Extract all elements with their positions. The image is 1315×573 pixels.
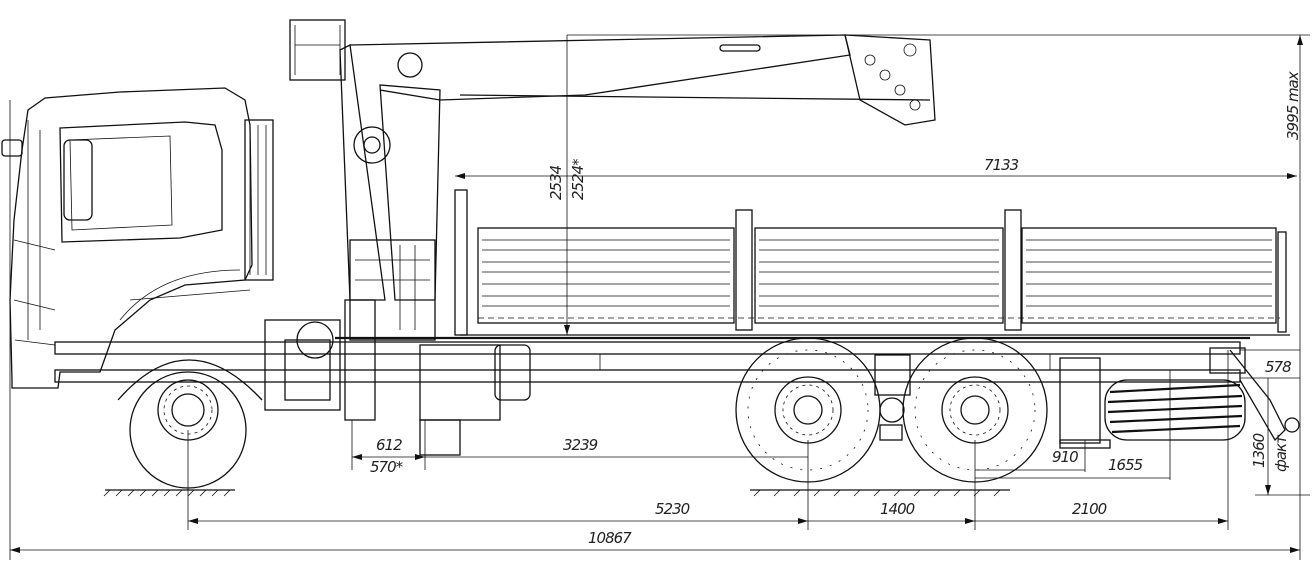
dim-hitch-578: 578 <box>1265 358 1291 376</box>
dim-crane-offset-alt: 570* <box>370 458 404 476</box>
dim-crane-height-alt: 2524* <box>569 158 587 200</box>
cab <box>1 87 274 389</box>
fuel-tank <box>1104 379 1246 441</box>
dim-crane-to-axle: 3239 <box>563 436 598 454</box>
dim-hitch-1360: 1360 <box>1250 433 1268 468</box>
dim-overall-length: 10867 <box>588 529 632 547</box>
dim-tank-910: 910 <box>1052 448 1078 466</box>
dim-crane-offset: 612 <box>376 436 402 454</box>
dim-tank-1655: 1655 <box>1108 456 1143 474</box>
dim-wheelbase: 5230 <box>655 500 690 518</box>
dim-max-height: 3995 max <box>1284 71 1302 140</box>
dimension-lines <box>9 34 1310 560</box>
crane <box>289 19 936 421</box>
front-wheel <box>117 359 263 489</box>
dim-crane-height: 2534 <box>547 165 565 200</box>
dim-bogie-spacing: 1400 <box>880 500 915 518</box>
ground-lines <box>103 489 1010 497</box>
drivetrain <box>264 319 1300 456</box>
flatbed <box>454 189 1290 336</box>
dim-body-length: 7133 <box>984 156 1019 174</box>
bogie-suspension <box>874 354 911 441</box>
dim-hitch-note: факт <box>1272 434 1290 472</box>
dim-rear-overhang: 2100 <box>1072 500 1107 518</box>
